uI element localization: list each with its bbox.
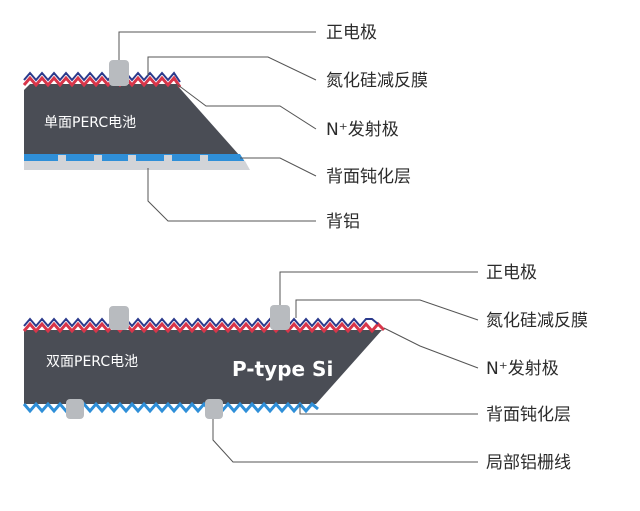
monofacial-cell: 单面PERC电池 [22,60,250,170]
front-electrode-bifacial-2 [270,305,290,330]
label-back-aluminum: 背铝 [326,212,360,232]
label-rear-passivation: 背面钝化层 [326,167,411,187]
label-rear-passivation-bifacial: 背面钝化层 [486,405,571,425]
rear-al-grid-2 [205,399,223,419]
label-antireflection: 氮化硅减反膜 [326,71,428,91]
monofacial-cell-title: 单面PERC电池 [44,115,136,131]
substrate-label: P-type Si [232,357,333,381]
bifacial-cell: 双面PERC电池 P-type Si [22,305,386,419]
silicon-substrate [24,84,240,156]
top-leaders [118,31,317,222]
top-callouts: 正电极 氮化硅减反膜 N⁺发射极 背面钝化层 背铝 [326,23,428,232]
n-emitter-layer-bifacial [22,321,386,334]
bottom-callouts: 正电极 氮化硅减反膜 N⁺发射极 背面钝化层 局部铝栅线 [486,263,588,473]
antireflection-layer-bifacial [23,317,379,328]
bifacial-cell-title: 双面PERC电池 [46,354,138,370]
bottom-leaders [212,271,479,463]
label-front-electrode-bifacial: 正电极 [486,263,537,283]
label-al-grid: 局部铝栅线 [486,453,571,473]
front-electrode-bifacial-1 [109,306,129,330]
local-contacts [58,155,208,161]
rear-al-grid-1 [66,399,84,419]
label-emitter-bifacial: N⁺发射极 [486,359,559,379]
label-antireflection-bifacial: 氮化硅减反膜 [486,311,588,331]
n-emitter-layer [22,75,182,88]
back-aluminum-layer [24,161,250,170]
silicon-substrate-bifacial [24,330,382,404]
antireflection-layer [23,71,181,83]
label-front-electrode: 正电极 [326,23,377,43]
front-electrode [109,60,129,86]
label-emitter: N⁺发射极 [326,120,399,140]
